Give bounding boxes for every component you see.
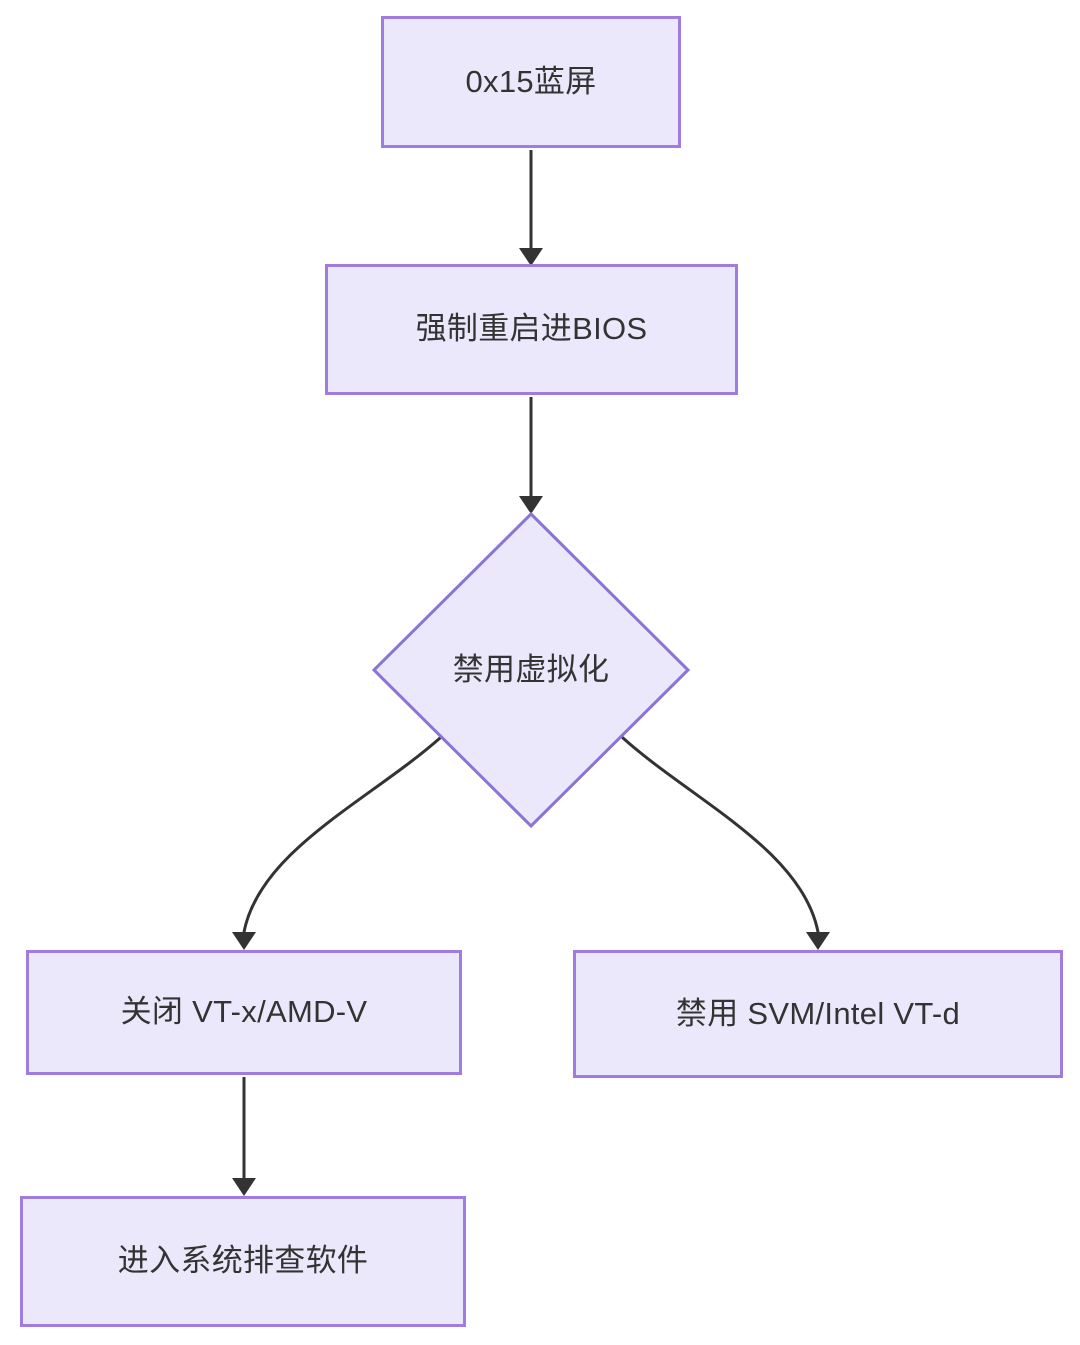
edge-reboot-bios-to-disable-virt [519, 397, 543, 514]
node-reboot-bios[interactable]: 强制重启进BIOS [325, 264, 738, 395]
node-reboot-bios-label: 强制重启进BIOS [415, 311, 648, 347]
node-bluescreen-label: 0x15蓝屏 [465, 63, 597, 99]
node-svm-vtd-label: 禁用 SVM/Intel VT-d [675, 995, 961, 1031]
node-enter-system-label: 进入系统排查软件 [117, 1243, 369, 1279]
node-vtx-amdv-label: 关闭 VT-x/AMD-V [120, 994, 368, 1030]
node-disable-virt[interactable]: 禁用虚拟化 [372, 512, 690, 828]
node-bluescreen[interactable]: 0x15蓝屏 [381, 16, 681, 148]
node-vtx-amdv[interactable]: 关闭 VT-x/AMD-V [26, 950, 462, 1075]
node-enter-system[interactable]: 进入系统排查软件 [20, 1196, 466, 1327]
node-svm-vtd[interactable]: 禁用 SVM/Intel VT-d [573, 950, 1063, 1078]
node-disable-virt-label: 禁用虚拟化 [452, 651, 610, 687]
edge-bluescreen-to-reboot-bios [519, 150, 543, 266]
edge-vtx-amdv-to-enter-system [232, 1077, 256, 1196]
diamond-shape-icon [372, 512, 690, 828]
